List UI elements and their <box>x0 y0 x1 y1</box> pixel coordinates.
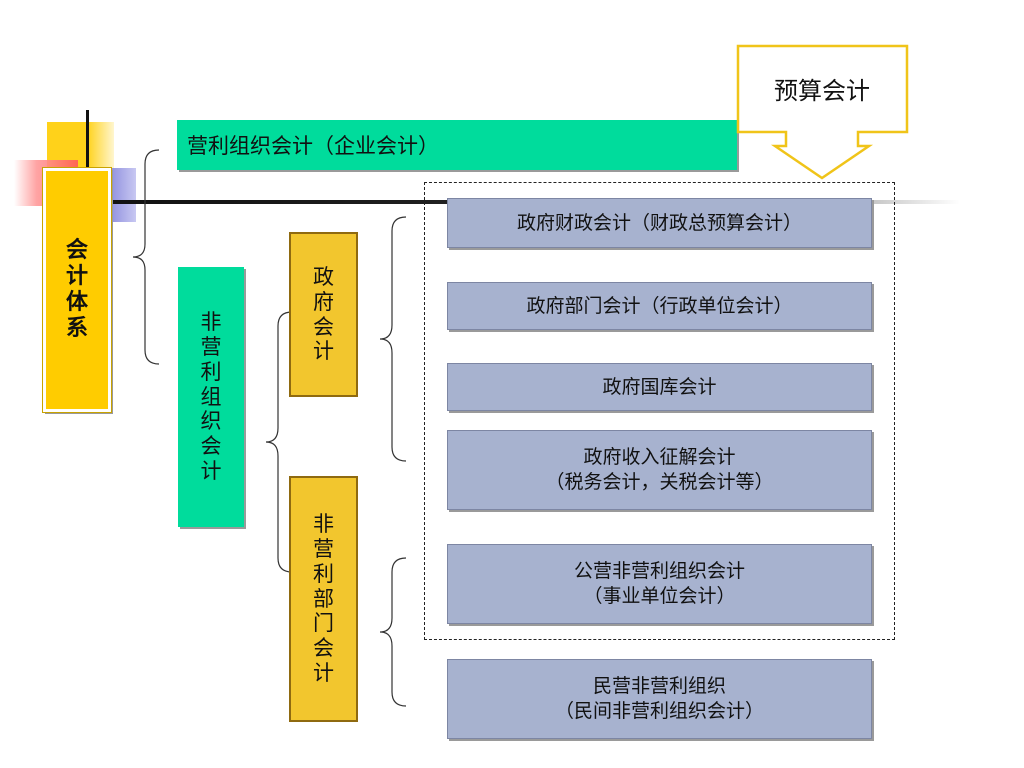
budget-accounting-label: 预算会计 <box>774 76 870 105</box>
box-line: 政府收入征解会计 <box>583 446 736 469</box>
government-char: 会 <box>313 314 334 339</box>
gov-finance-accounting-box: 政府财政会计（财政总预算会计） <box>447 198 872 248</box>
budget-accounting-callout <box>736 44 909 180</box>
gov-treasury-accounting-box: 政府国库会计 <box>447 363 872 411</box>
nonprofit-dept-char: 会 <box>313 636 334 661</box>
box-line: （事业单位会计） <box>583 585 736 607</box>
government-char: 政 <box>313 264 334 289</box>
root-char: 会 <box>65 238 88 264</box>
root-char: 计 <box>65 264 88 290</box>
nonprofit-dept-char: 利 <box>313 561 334 586</box>
profit-org-label: 营利组织会计（企业会计） <box>187 134 439 158</box>
government-char: 计 <box>313 339 334 364</box>
nonprofit-char: 非 <box>200 310 222 335</box>
root-char: 系 <box>65 315 88 341</box>
nonprofit-char: 组 <box>200 384 222 409</box>
nonprofit-dept-char: 部 <box>313 586 334 611</box>
nonprofit-department-brace <box>379 557 407 707</box>
government-char: 府 <box>313 289 334 314</box>
box-line: 政府国库会计 <box>602 375 717 398</box>
deco-vertical-line <box>86 110 89 210</box>
nonprofit-department-accounting-box: 非 营 利 部 门 会 计 <box>289 476 358 722</box>
box-line: （税务会计，关税会计等） <box>545 471 774 493</box>
nonprofit-char: 利 <box>200 359 222 384</box>
box-line: 公营非营利组织会计 <box>573 560 745 583</box>
root-accounting-system-box: 会 计 体 系 <box>42 167 112 413</box>
nonprofit-char: 计 <box>200 458 222 483</box>
government-accounting-box: 政 府 会 计 <box>289 232 358 397</box>
budget-accounting-region <box>424 182 895 640</box>
private-nonprofit-accounting-box: 民营非营利组织 （民间非营利组织会计） <box>447 659 872 739</box>
profit-org-accounting-box: 营利组织会计（企业会计） <box>177 120 737 170</box>
nonprofit-dept-char: 计 <box>313 660 334 685</box>
box-line: 民营非营利组织 <box>592 675 726 698</box>
nonprofit-dept-char: 营 <box>313 537 334 562</box>
box-line: （民间非营利组织会计） <box>554 700 764 722</box>
nonprofit-char: 会 <box>200 434 222 459</box>
nonprofit-dept-char: 非 <box>313 512 334 537</box>
root-brace <box>132 149 160 365</box>
government-brace <box>379 216 407 462</box>
box-line: 政府财政会计（财政总预算会计） <box>516 211 802 234</box>
nonprofit-brace <box>265 311 293 573</box>
public-nonprofit-accounting-box: 公营非营利组织会计 （事业单位会计） <box>447 544 872 624</box>
box-line: 政府部门会计（行政单位会计） <box>526 294 793 317</box>
nonprofit-org-accounting-box: 非 营 利 组 织 会 计 <box>178 267 244 527</box>
root-char: 体 <box>65 290 88 315</box>
gov-department-accounting-box: 政府部门会计（行政单位会计） <box>447 282 872 330</box>
nonprofit-char: 织 <box>200 409 222 434</box>
nonprofit-char: 营 <box>200 335 222 360</box>
nonprofit-dept-char: 门 <box>313 611 334 636</box>
gov-revenue-collection-accounting-box: 政府收入征解会计 （税务会计，关税会计等） <box>447 430 872 510</box>
